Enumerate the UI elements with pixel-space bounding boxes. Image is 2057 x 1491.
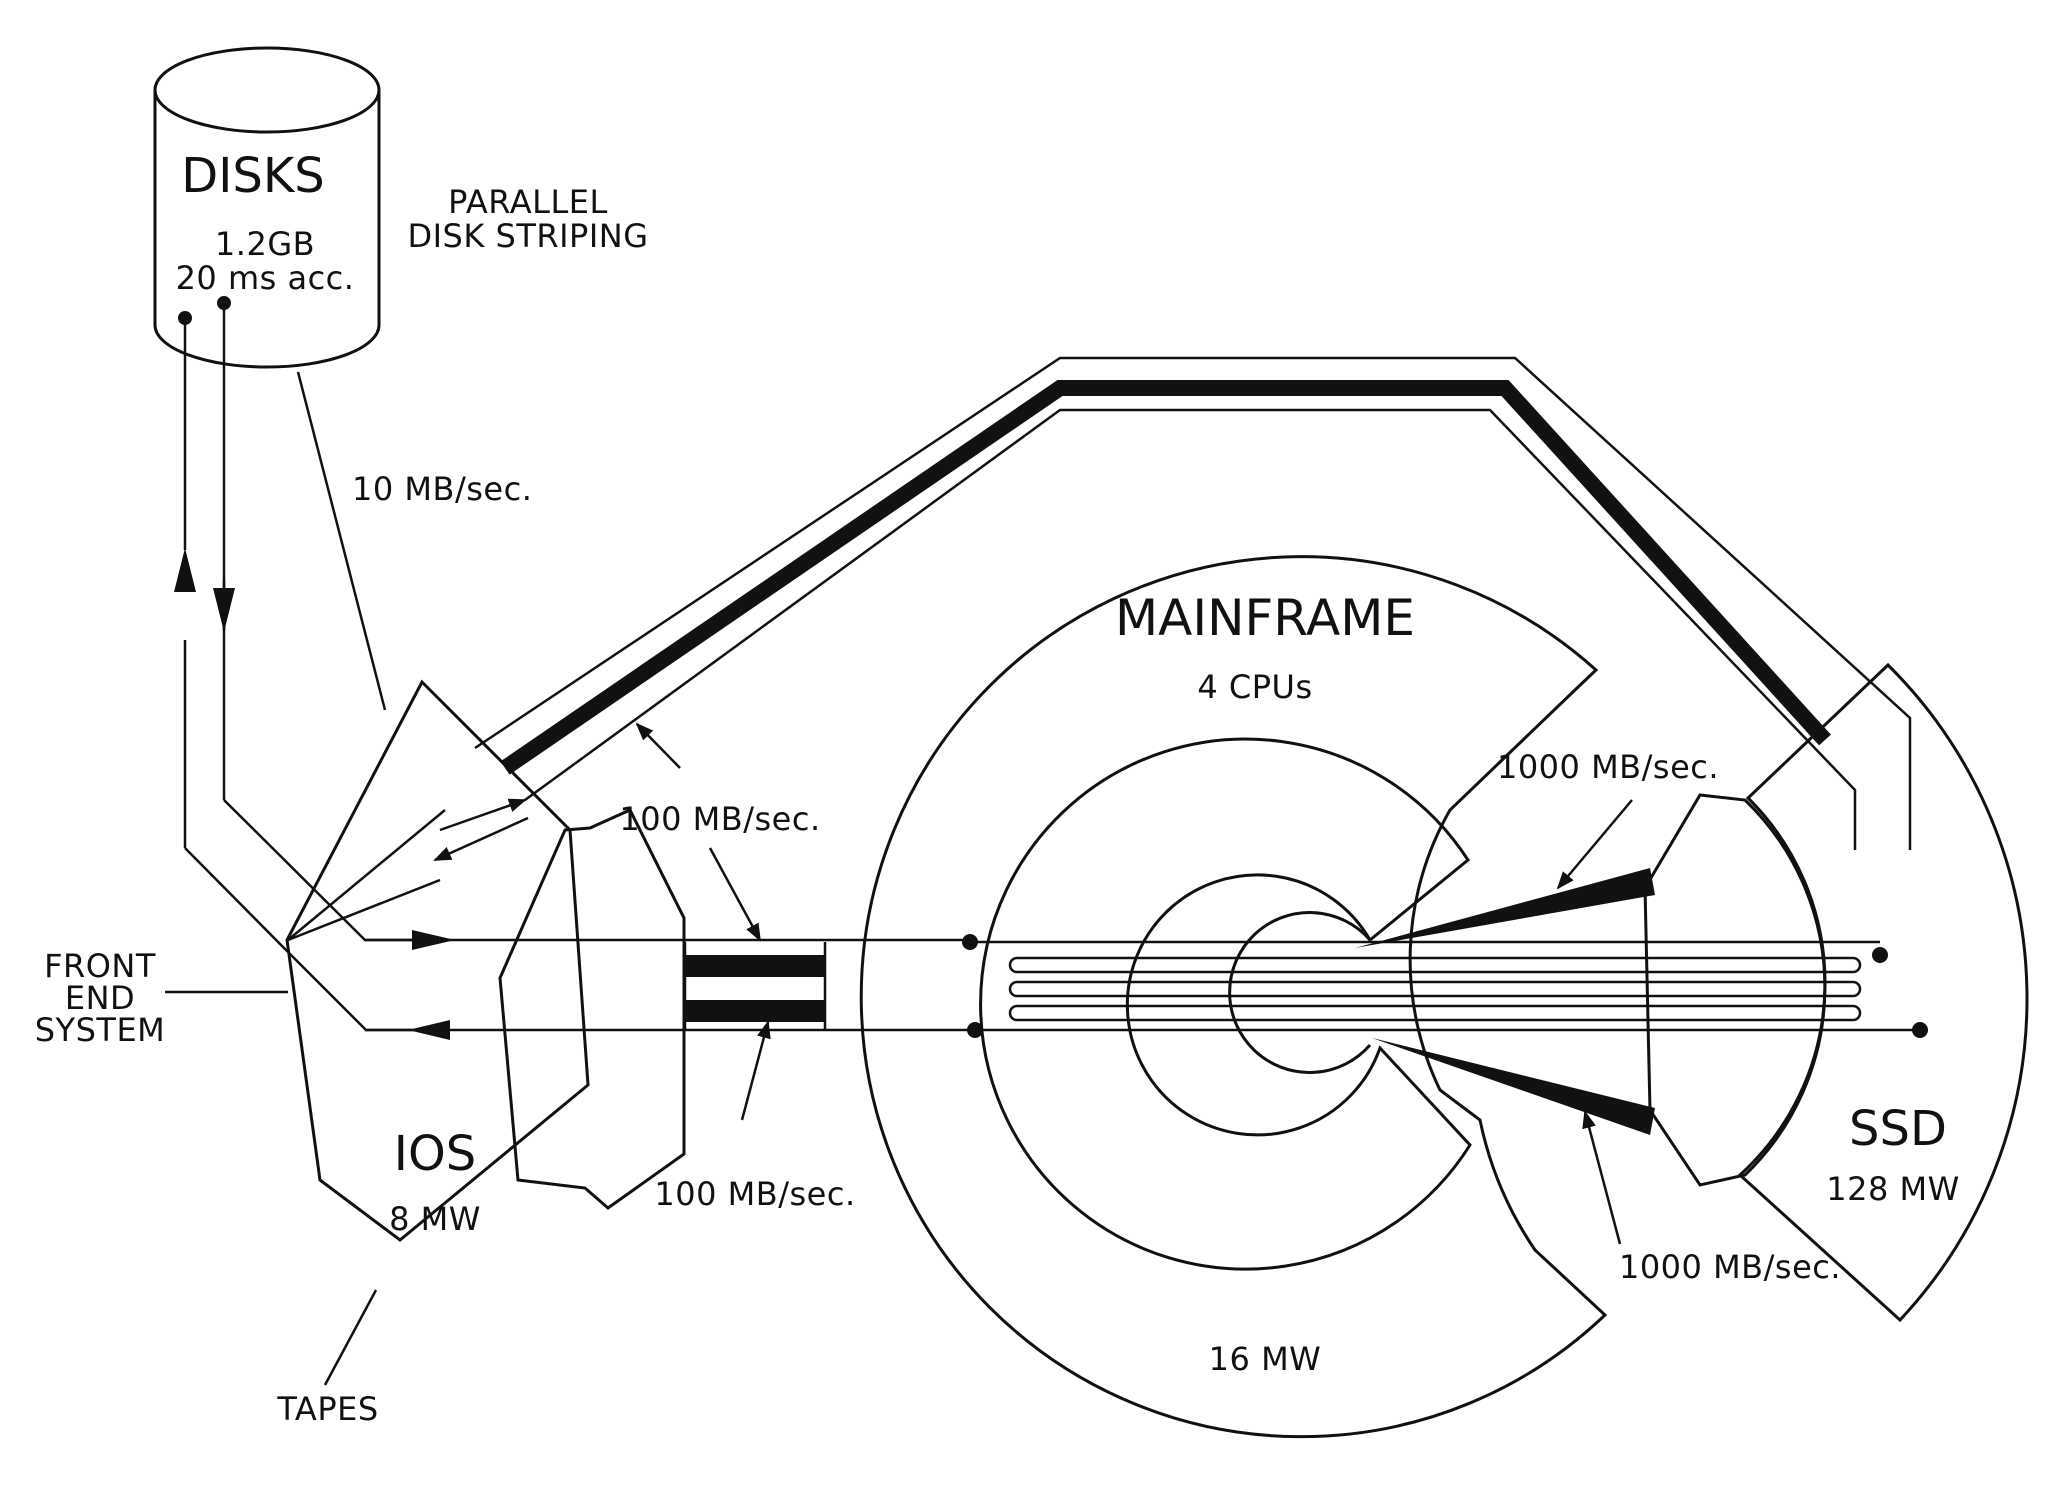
disk-ios-rate-label: 10 MB/sec. — [352, 470, 532, 508]
disks-cylinder — [153, 46, 381, 369]
ssd-unit — [1643, 662, 2029, 1323]
tapes-leader — [323, 1289, 378, 1386]
mainframe-memory: 16 MW — [1209, 1340, 1322, 1378]
up-arrow-icon — [174, 548, 196, 592]
mainframe-ssd-bus — [975, 868, 1928, 1135]
tapes-label: TAPES — [276, 1390, 378, 1428]
mainframe-ssd-lower-pointer — [1582, 1110, 1622, 1245]
front-end-connection — [165, 799, 446, 1032]
mainframe-ssd-upper-pointer — [1556, 799, 1633, 890]
striping-label-line2: DISK STRIPING — [407, 217, 648, 255]
ios-mainframe-rate-label: 100 MB/sec. — [654, 1175, 855, 1213]
mainframe-title: MAINFRAME — [1115, 589, 1415, 647]
ios-ssd-channel — [433, 356, 1912, 862]
mainframe-unit — [859, 555, 1608, 1439]
down-arrow-icon — [213, 588, 235, 632]
disks-access: 20 ms acc. — [176, 259, 355, 297]
ssd-memory: 128 MW — [1826, 1170, 1960, 1208]
ssd-title: SSD — [1849, 1101, 1947, 1157]
ios-ssd-rate-pointer — [635, 722, 681, 769]
disks-capacity: 1.2GB — [215, 225, 315, 263]
mainframe-cpus: 4 CPUs — [1197, 668, 1312, 706]
ios-ssd-rate-label: 100 MB/sec. — [619, 800, 820, 838]
disk-ios-channel — [296, 371, 387, 711]
front-end-line3: SYSTEM — [35, 1011, 166, 1049]
front-end-line2: END — [65, 979, 135, 1017]
disks-title: DISKS — [181, 148, 325, 204]
left-arrow-icon — [408, 1020, 450, 1040]
disk-front-end-channel — [174, 296, 235, 848]
mainframe-ssd-lower-rate-label: 1000 MB/sec. — [1619, 1248, 1841, 1286]
ios-mainframe-lower-pointer — [740, 1020, 771, 1121]
front-end-line1: FRONT — [44, 947, 156, 985]
striping-label-line1: PARALLEL — [448, 183, 608, 221]
ios-mainframe-link — [365, 930, 983, 1040]
ios-title: IOS — [394, 1126, 476, 1182]
mainframe-ssd-upper-rate-label: 1000 MB/sec. — [1497, 748, 1719, 786]
ios-unit — [285, 679, 686, 1242]
ios-mainframe-upper-pointer — [708, 847, 762, 942]
right-arrow-icon — [412, 930, 455, 950]
ios-memory: 8 MW — [389, 1200, 481, 1238]
